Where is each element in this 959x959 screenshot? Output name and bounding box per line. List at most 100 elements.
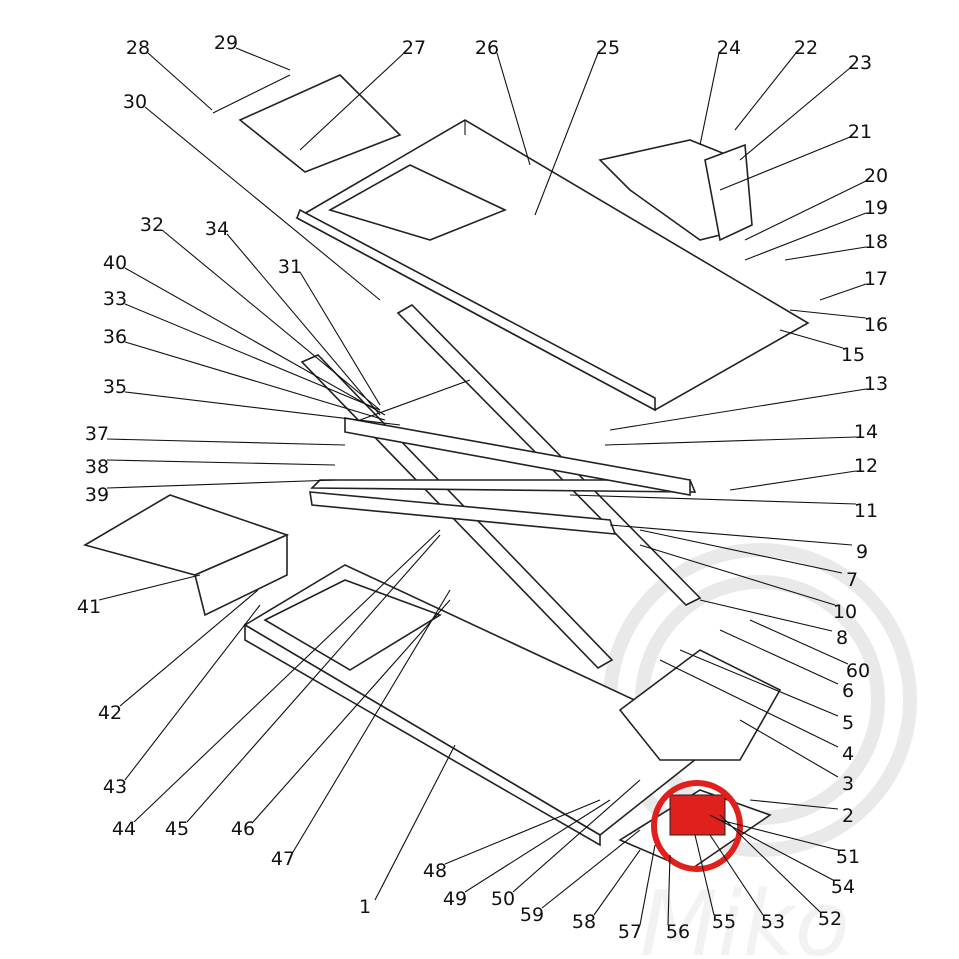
leader-line-12 bbox=[729, 470, 857, 491]
part-label-40: 40 bbox=[103, 252, 127, 274]
leader-line-42 bbox=[119, 589, 259, 707]
part-label-60: 60 bbox=[846, 660, 870, 682]
part-label-32: 32 bbox=[140, 214, 164, 236]
part-label-53: 53 bbox=[761, 911, 785, 933]
part-label-33: 33 bbox=[103, 288, 127, 310]
leader-line-46 bbox=[252, 599, 451, 823]
leader-line-3 bbox=[739, 719, 839, 778]
leader-line-24 bbox=[699, 52, 720, 146]
part-label-52: 52 bbox=[818, 908, 842, 930]
part-label-26: 26 bbox=[475, 37, 499, 59]
part-label-39: 39 bbox=[85, 484, 109, 506]
leader-line-41 bbox=[98, 574, 201, 601]
leader-line-32 bbox=[161, 229, 381, 411]
part-label-1: 1 bbox=[359, 896, 371, 918]
part-label-46: 46 bbox=[231, 818, 255, 840]
part-label-24: 24 bbox=[717, 37, 741, 59]
leader-line-36 bbox=[124, 341, 386, 421]
leader-line-26 bbox=[496, 52, 531, 166]
leader-line-9 bbox=[609, 524, 853, 546]
part-label-14: 14 bbox=[854, 421, 878, 443]
leader-line-5 bbox=[679, 649, 839, 717]
leader-line-13 bbox=[609, 388, 867, 431]
leader-line-53 bbox=[709, 834, 764, 916]
leader-line-44 bbox=[133, 529, 441, 823]
part-label-36: 36 bbox=[103, 326, 127, 348]
part-label-38: 38 bbox=[85, 456, 109, 478]
part-label-31: 31 bbox=[278, 256, 302, 278]
leader-line-51 bbox=[719, 819, 839, 851]
leader-line-10 bbox=[639, 544, 836, 606]
leader-line-21 bbox=[719, 136, 851, 191]
part-label-7: 7 bbox=[846, 569, 858, 591]
leader-line-15 bbox=[779, 329, 844, 349]
leader-line-49 bbox=[464, 799, 611, 893]
part-label-56: 56 bbox=[666, 921, 690, 943]
leader-line-38 bbox=[106, 459, 336, 466]
part-label-57: 57 bbox=[618, 921, 642, 943]
part-label-23: 23 bbox=[848, 52, 872, 74]
part-label-54: 54 bbox=[831, 876, 855, 898]
part-label-34: 34 bbox=[205, 218, 229, 240]
part-label-13: 13 bbox=[864, 373, 888, 395]
leader-line-43 bbox=[124, 604, 261, 781]
part-label-4: 4 bbox=[842, 743, 854, 765]
part-label-43: 43 bbox=[103, 776, 127, 798]
top-platform bbox=[295, 119, 810, 412]
part-label-3: 3 bbox=[842, 773, 854, 795]
part-label-48: 48 bbox=[423, 860, 447, 882]
ramp-plate bbox=[82, 494, 290, 617]
hydraulic-unit bbox=[618, 649, 782, 871]
leader-line-59 bbox=[541, 829, 641, 909]
part-label-25: 25 bbox=[596, 37, 620, 59]
leader-line-57 bbox=[639, 844, 656, 926]
leader-line-55 bbox=[694, 834, 715, 916]
part-label-2: 2 bbox=[842, 805, 854, 827]
leader-line-14 bbox=[604, 436, 857, 446]
part-label-47: 47 bbox=[271, 848, 295, 870]
part-label-19: 19 bbox=[864, 197, 888, 219]
leader-line-56 bbox=[667, 854, 671, 926]
leader-line-58 bbox=[593, 849, 641, 916]
part-label-21: 21 bbox=[848, 121, 872, 143]
part-label-44: 44 bbox=[112, 818, 136, 840]
leader-line-11 bbox=[569, 494, 857, 505]
part-label-18: 18 bbox=[864, 231, 888, 253]
leader-line-30 bbox=[144, 106, 381, 301]
part-label-5: 5 bbox=[842, 712, 854, 734]
part-label-35: 35 bbox=[103, 376, 127, 398]
part-label-28: 28 bbox=[126, 37, 150, 59]
part-label-12: 12 bbox=[854, 455, 878, 477]
leader-line-16 bbox=[789, 309, 867, 319]
part-label-15: 15 bbox=[841, 344, 865, 366]
part-label-11: 11 bbox=[854, 500, 878, 522]
part-label-9: 9 bbox=[856, 541, 868, 563]
leader-line-23 bbox=[739, 67, 851, 161]
part-label-16: 16 bbox=[864, 314, 888, 336]
leader-line-33 bbox=[124, 303, 381, 411]
part-label-45: 45 bbox=[165, 818, 189, 840]
leader-line-27 bbox=[299, 52, 405, 151]
wheel-clamp bbox=[598, 139, 753, 242]
leader-line-31 bbox=[299, 271, 381, 406]
leader-line-47 bbox=[292, 589, 451, 853]
part-label-55: 55 bbox=[712, 911, 736, 933]
leader-line-48 bbox=[444, 799, 601, 865]
leader-line-1 bbox=[374, 744, 456, 901]
part-label-50: 50 bbox=[491, 888, 515, 910]
part-label-41: 41 bbox=[77, 596, 101, 618]
leader-line-29 bbox=[235, 47, 291, 71]
part-label-17: 17 bbox=[864, 268, 888, 290]
part-label-42: 42 bbox=[98, 702, 122, 724]
leader-line-34 bbox=[226, 233, 381, 416]
svg-text:Miko: Miko bbox=[640, 872, 850, 959]
leader-line-28 bbox=[147, 52, 213, 111]
leader-line-22 bbox=[734, 52, 797, 131]
part-label-10: 10 bbox=[833, 601, 857, 623]
part-label-6: 6 bbox=[842, 680, 854, 702]
leader-line-52 bbox=[719, 814, 821, 913]
part-label-29: 29 bbox=[214, 32, 238, 54]
part-label-8: 8 bbox=[836, 627, 848, 649]
